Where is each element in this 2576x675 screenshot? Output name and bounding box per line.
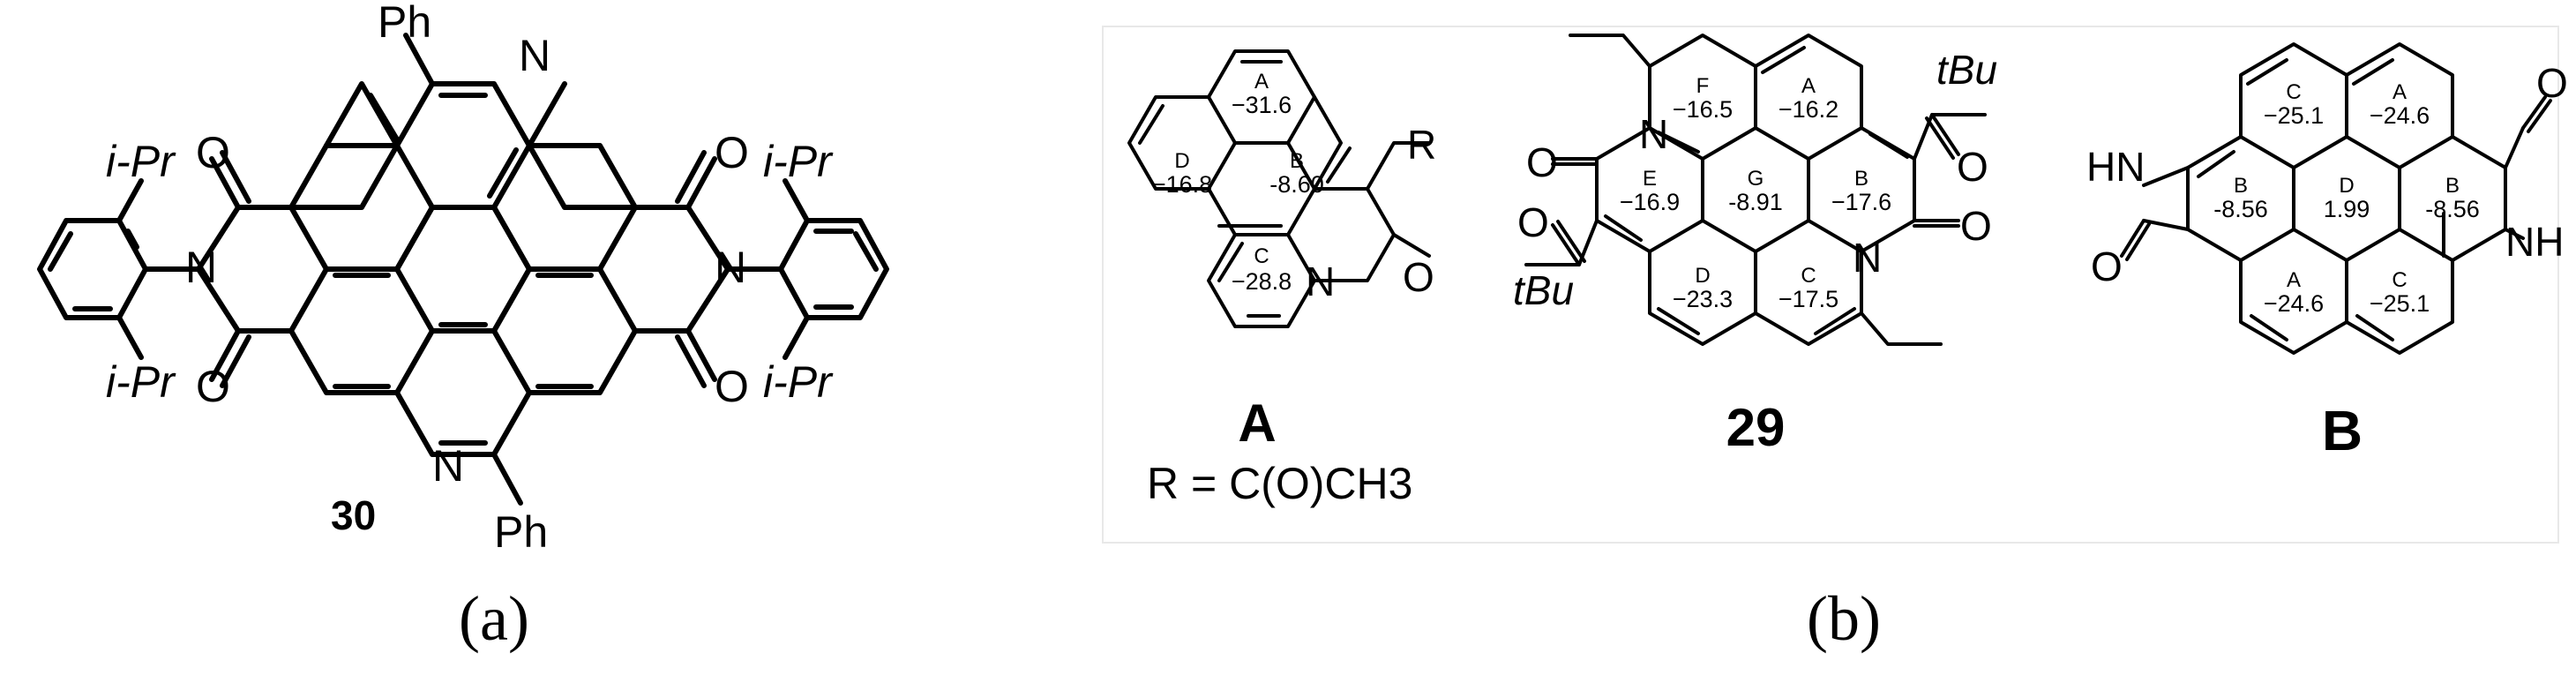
- a-ring-A-nics: −31.6: [1232, 92, 1292, 118]
- c29-tbu-top-label: tBu: [1936, 47, 1997, 93]
- ipr-top-left-label: i-Pr: [106, 137, 176, 186]
- c29-n-bottom-atom: N: [1853, 235, 1882, 281]
- compound-29-label: 29: [1726, 398, 1786, 457]
- a-ring-D-letter: D: [1174, 149, 1189, 173]
- b-ring-C-top-letter: C: [2286, 80, 2301, 104]
- b-ring-D-nics: 1.99: [2324, 196, 2370, 222]
- compound-A-label: A: [1238, 394, 1276, 453]
- ph-bottom-label: Ph: [494, 507, 548, 557]
- n-right-atom: N: [715, 243, 746, 292]
- a-o-atom: O: [1403, 254, 1434, 300]
- c29-ring-E-letter: E: [1643, 167, 1657, 191]
- c29-o-right-atom: O: [1960, 203, 1992, 249]
- c29-o-left-atom: O: [1526, 139, 1558, 185]
- compound-30-core-bonds: [37, 33, 889, 506]
- o-top-right-atom: O: [715, 128, 749, 177]
- a-n-atom: N: [1306, 259, 1335, 304]
- compound-30-structure: Ph N N N N Ph O O O O i-Pr i-Pr i-Pr i-P…: [37, 0, 889, 557]
- a-ring-B-letter: B: [1290, 149, 1304, 173]
- c29-tbu-bottom-label: tBu: [1513, 267, 1574, 313]
- a-ring-C-nics: −28.8: [1232, 268, 1292, 295]
- ipr-bottom-left-label: i-Pr: [106, 357, 176, 407]
- b-ring-A-top-nics: −24.6: [2370, 102, 2430, 129]
- c29-o-acyl-right-atom: O: [1957, 144, 1988, 190]
- b-o-right-atom: O: [2536, 60, 2568, 106]
- ph-top-label: Ph: [378, 0, 431, 47]
- a-ring-B-nics: -8.60: [1269, 171, 1324, 198]
- compound-B-label: B: [2322, 399, 2363, 462]
- c29-ring-D-letter: D: [1695, 264, 1710, 288]
- compound-A-structure: R N O A B D C −31.6 −16.8 -8.60 −28.8 A …: [1127, 49, 1436, 508]
- n-bottom-atom: N: [432, 441, 464, 491]
- r-substituent-label: R: [1407, 122, 1436, 168]
- c29-o-acyl-left-atom: O: [1517, 199, 1549, 245]
- b-ring-D-letter: D: [2339, 174, 2354, 198]
- c29-ring-C-letter: C: [1801, 264, 1816, 288]
- c29-ring-F-letter: F: [1696, 74, 1710, 98]
- b-ring-C-top-nics: −25.1: [2264, 102, 2324, 129]
- a-ring-A-letter: A: [1254, 70, 1269, 94]
- b-ring-B-right-letter: B: [2445, 174, 2460, 198]
- c29-n-top-atom: N: [1639, 111, 1668, 157]
- o-bottom-left-atom: O: [196, 362, 230, 411]
- panel-a-label: (a): [459, 583, 529, 654]
- c29-ring-A-nics: −16.2: [1778, 96, 1838, 123]
- c29-ring-E-nics: −16.9: [1620, 189, 1680, 215]
- b-ring-B-left-letter: B: [2234, 174, 2248, 198]
- c29-ring-G-letter: G: [1748, 167, 1764, 191]
- panel-b-frame: [1102, 26, 2559, 544]
- panel-b-label: (b): [1807, 583, 1881, 654]
- b-ring-C-bottom-nics: −25.1: [2370, 290, 2430, 317]
- b-ring-A-bottom-letter: A: [2287, 268, 2301, 292]
- b-ring-A-bottom-nics: −24.6: [2264, 290, 2324, 317]
- compound-B-structure: HN NH O O C A B D B A C −25.1 −24.6 -8.5…: [2086, 42, 2568, 462]
- r-definition-label: R = C(O)CH3: [1147, 459, 1412, 508]
- ipr-bottom-right-label: i-Pr: [763, 357, 834, 407]
- a-ring-C-letter: C: [1254, 244, 1269, 268]
- o-top-left-atom: O: [196, 128, 230, 177]
- b-ring-B-right-nics: -8.56: [2425, 196, 2480, 222]
- b-nh-atom: NH: [2505, 219, 2564, 265]
- compound-29-structure: N N O O O O tBu tBu F A E G B D C −16.5 …: [1513, 34, 1997, 457]
- b-hn-atom: HN: [2086, 144, 2145, 190]
- b-ring-A-top-letter: A: [2393, 80, 2407, 104]
- b-ring-B-left-nics: -8.56: [2213, 196, 2268, 222]
- c29-ring-C-nics: −17.5: [1778, 286, 1838, 312]
- n-left-atom: N: [185, 243, 217, 292]
- c29-ring-G-nics: -8.91: [1728, 189, 1783, 215]
- a-ring-D-nics: −16.8: [1152, 171, 1212, 198]
- compound-30-label: 30: [331, 492, 376, 538]
- c29-ring-D-nics: −23.3: [1673, 286, 1733, 312]
- c29-ring-F-nics: −16.5: [1673, 96, 1733, 123]
- c29-ring-B-letter: B: [1854, 167, 1868, 191]
- c29-ring-A-letter: A: [1801, 74, 1816, 98]
- b-ring-C-bottom-letter: C: [2392, 268, 2407, 292]
- n-top-atom: N: [519, 31, 550, 80]
- ipr-top-right-label: i-Pr: [763, 137, 834, 186]
- o-bottom-right-atom: O: [715, 362, 749, 411]
- b-o-left-atom: O: [2091, 244, 2123, 289]
- c29-ring-B-nics: −17.6: [1831, 189, 1891, 215]
